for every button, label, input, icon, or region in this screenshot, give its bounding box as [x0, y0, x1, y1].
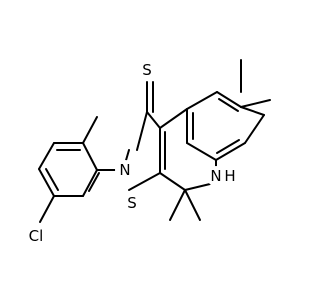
- atom-label: H: [224, 167, 235, 185]
- chlorine: Cl: [24, 224, 48, 248]
- bond: [216, 91, 242, 108]
- atom-label: Cl: [29, 227, 44, 245]
- bond: [159, 108, 188, 129]
- bond: [38, 168, 55, 197]
- bond: [216, 139, 240, 154]
- bond: [215, 142, 246, 161]
- atom-label: N: [119, 161, 130, 179]
- bond: [82, 142, 98, 171]
- ring-sulfur: S: [122, 193, 142, 213]
- atom-label: S: [142, 61, 152, 79]
- amine-nitrogen: N: [206, 166, 226, 186]
- bond: [82, 116, 98, 144]
- atom-label: N: [210, 167, 221, 185]
- thione-sulfur: S: [137, 60, 157, 80]
- bond: [39, 195, 55, 223]
- bond: [186, 142, 217, 161]
- bond: [128, 172, 161, 191]
- bond: [240, 106, 265, 116]
- bond: [240, 99, 271, 108]
- bond: [159, 172, 186, 191]
- bond: [184, 183, 211, 191]
- bond: [146, 111, 161, 129]
- bonds: [38, 59, 271, 223]
- bond: [38, 142, 55, 170]
- chemical-structure-diagram: S N S N H Cl: [24, 59, 271, 248]
- ring-nitrogen: N: [115, 160, 135, 180]
- bond: [136, 111, 148, 151]
- amine-hydrogen: H: [224, 167, 235, 185]
- bond: [169, 189, 186, 221]
- bond: [186, 91, 218, 110]
- bond: [184, 189, 201, 221]
- atom-labels: S N S N H Cl: [24, 60, 236, 248]
- bond: [45, 168, 59, 191]
- bond: [218, 98, 239, 112]
- bond: [82, 169, 98, 197]
- bond: [244, 114, 265, 144]
- bond: [88, 172, 100, 192]
- atom-label: S: [127, 194, 137, 212]
